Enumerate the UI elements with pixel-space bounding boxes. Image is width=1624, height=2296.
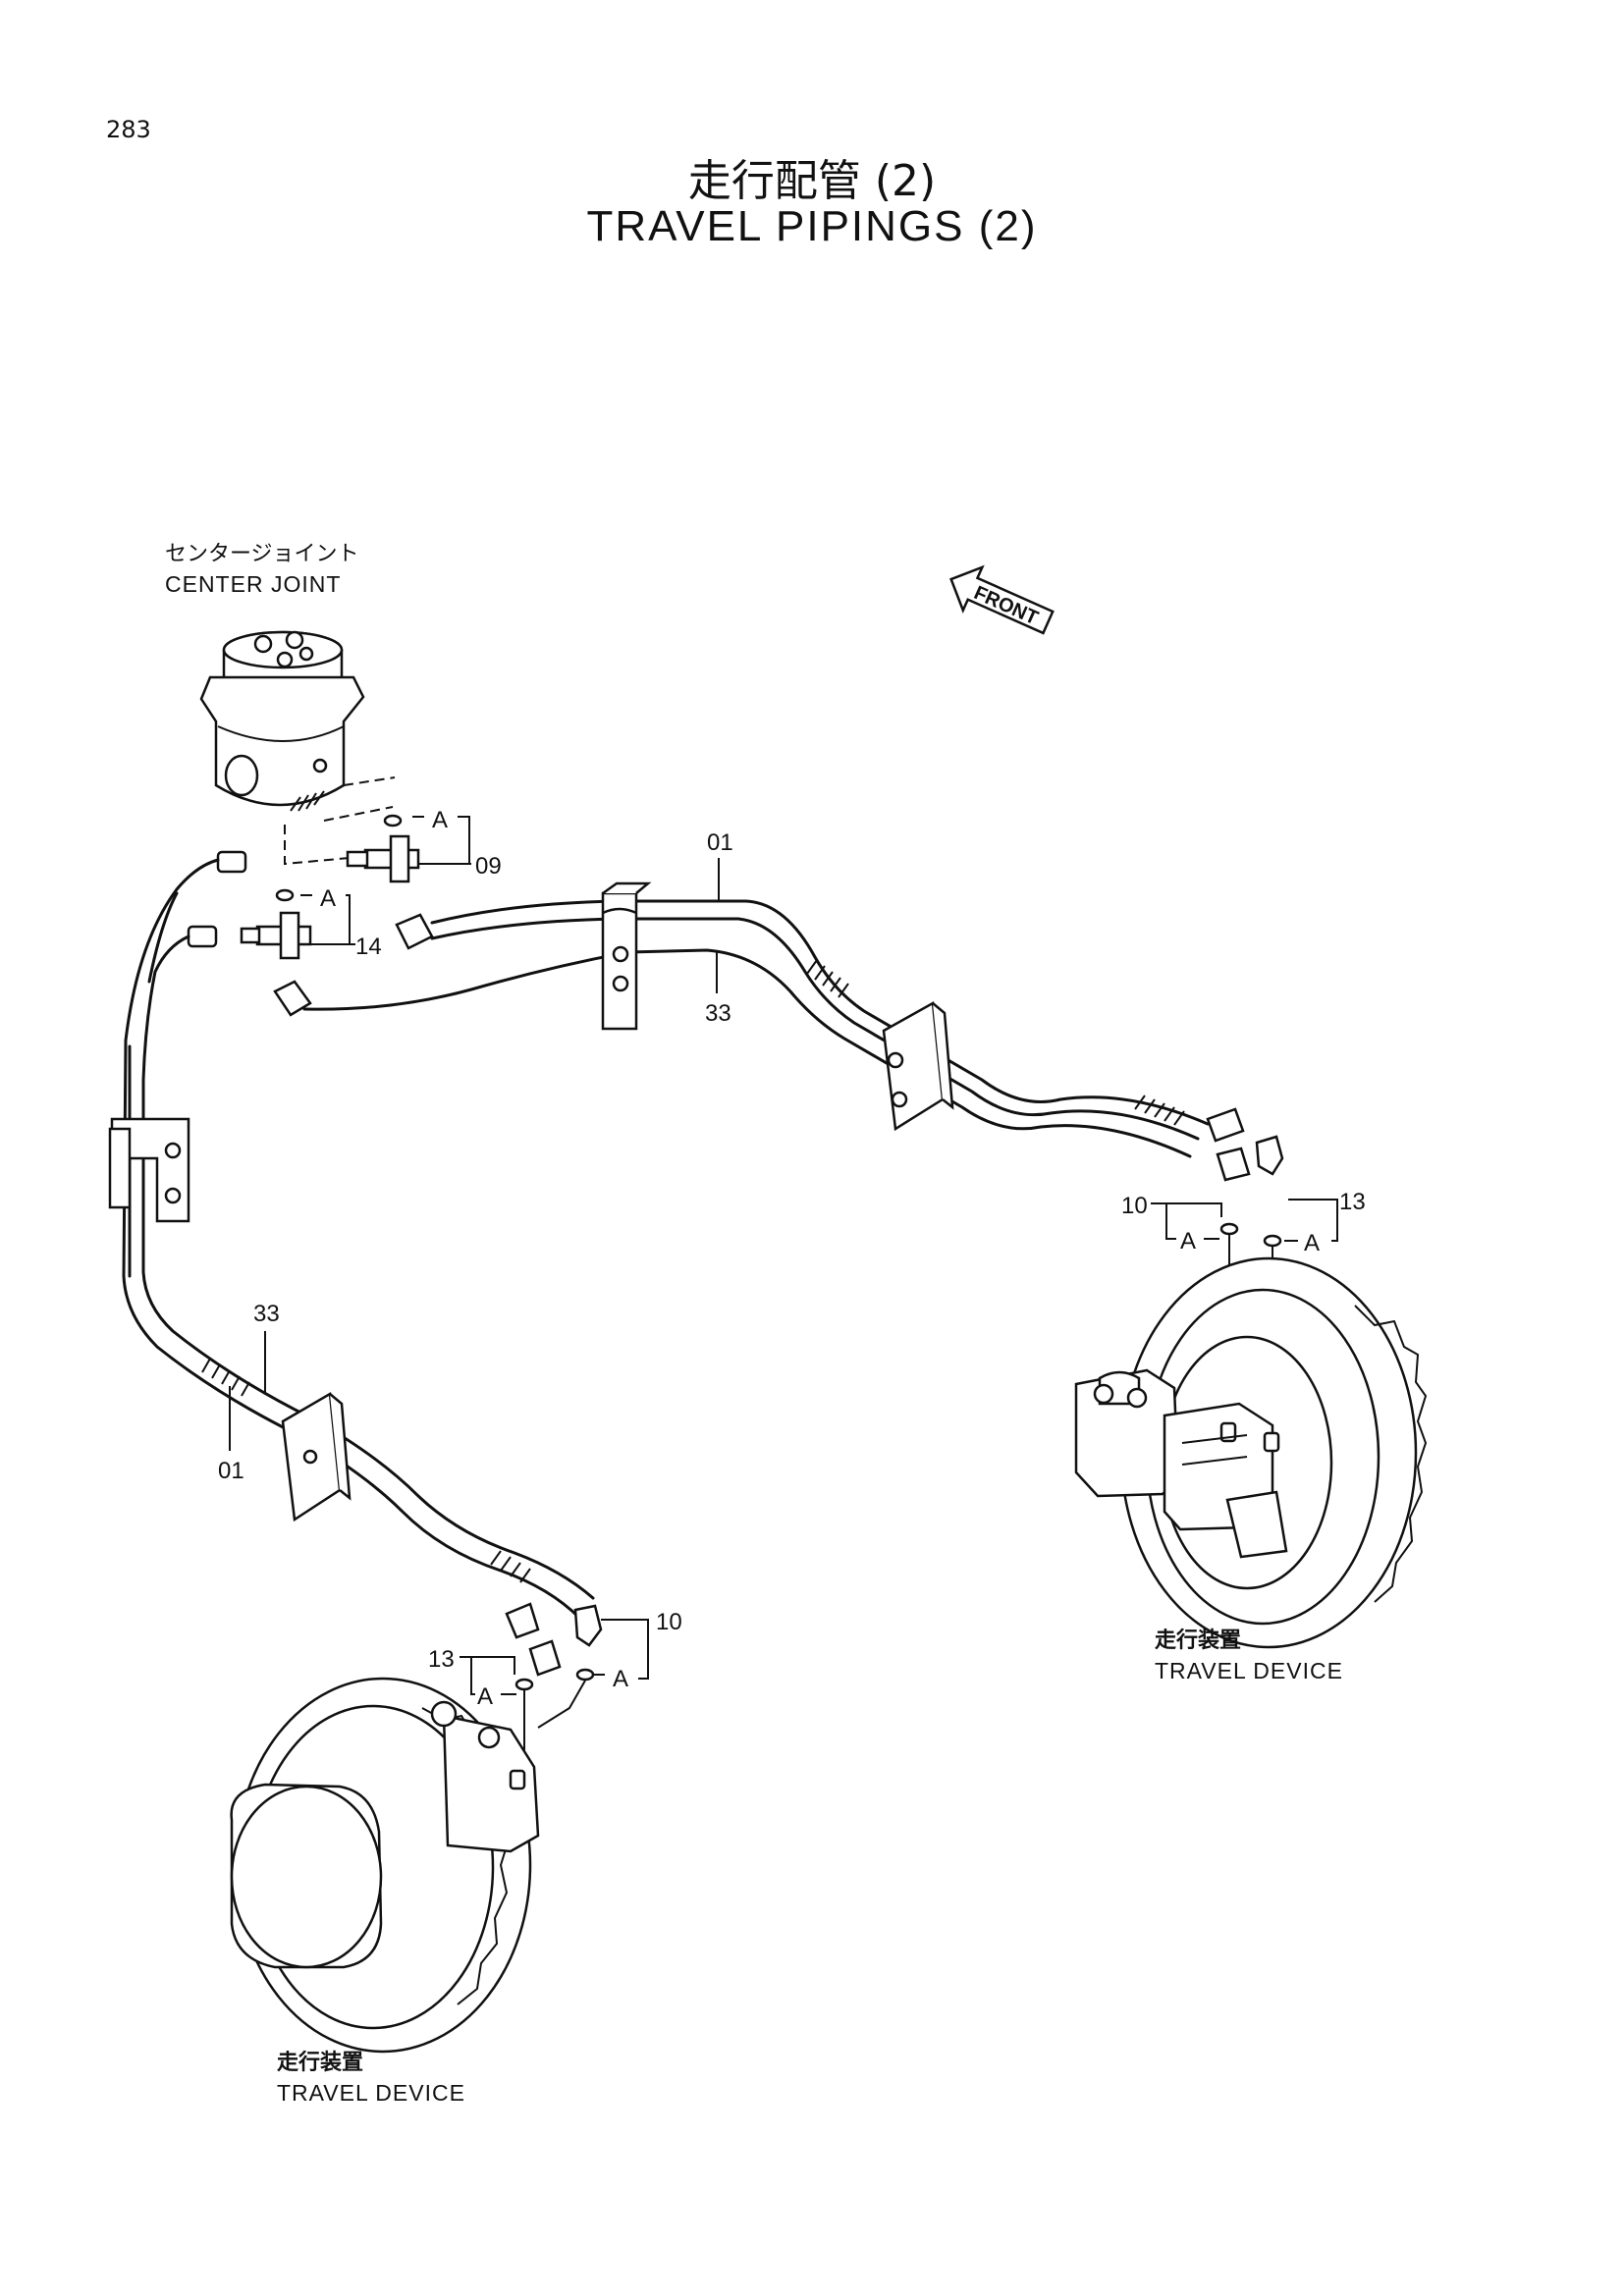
callout-01-top: 01 bbox=[707, 829, 733, 856]
tee-fitting-14 bbox=[240, 911, 312, 960]
upper-pipe-run bbox=[302, 899, 1210, 1158]
travel-device-right-label-jp: 走行装置 bbox=[1155, 1628, 1241, 1653]
pipe-clamp-bracket-upper bbox=[601, 881, 652, 1031]
travel-device-left bbox=[230, 1677, 540, 2054]
page-title-en: TRAVEL PIPINGS (2) bbox=[586, 202, 1038, 250]
callout-10-left: 10 bbox=[656, 1609, 682, 1635]
travel-device-left-label-en: TRAVEL DEVICE bbox=[277, 2080, 465, 2106]
hose-sleeve-lower bbox=[201, 1358, 531, 1583]
hose-end-fittings bbox=[187, 850, 434, 1017]
callout-13-right: 13 bbox=[1339, 1189, 1366, 1215]
left-pipe-run bbox=[122, 858, 595, 1620]
page-number: 283 bbox=[106, 116, 151, 143]
callout-33-left: 33 bbox=[253, 1301, 280, 1327]
callout-a-1: A bbox=[432, 807, 448, 833]
hose-sleeve-upper bbox=[806, 959, 1185, 1126]
callout-09: 09 bbox=[475, 853, 502, 880]
pipe-clamp-bracket-lower bbox=[281, 1391, 352, 1522]
travel-device-right bbox=[1074, 1256, 1428, 1649]
o-ring-a-1 bbox=[383, 814, 403, 828]
travel-device-left-label-jp: 走行装置 bbox=[277, 2050, 363, 2075]
pipe-clamp-bracket-left bbox=[108, 1117, 190, 1223]
o-ring-a-2 bbox=[275, 888, 295, 902]
o-ring-a-4 bbox=[1263, 1234, 1282, 1248]
front-arrow-label: FRONT bbox=[971, 582, 1042, 629]
page-title-jp: 走行配管 (2) bbox=[687, 156, 937, 206]
callout-13-left: 13 bbox=[428, 1646, 455, 1673]
callout-a-3: A bbox=[1180, 1228, 1196, 1255]
callout-14: 14 bbox=[355, 934, 382, 960]
callout-01-left: 01 bbox=[218, 1458, 244, 1484]
callout-33-top: 33 bbox=[705, 1000, 731, 1027]
callout-10-right: 10 bbox=[1121, 1193, 1148, 1219]
callout-a-5: A bbox=[477, 1683, 493, 1710]
callout-a-2: A bbox=[320, 885, 336, 912]
o-ring-a-5 bbox=[514, 1678, 534, 1691]
front-arrow-icon: FRONT bbox=[949, 564, 1055, 635]
right-fittings bbox=[1206, 1107, 1284, 1182]
center-joint bbox=[199, 630, 365, 812]
tee-fitting-09 bbox=[346, 834, 420, 883]
travel-device-right-label-en: TRAVEL DEVICE bbox=[1155, 1658, 1343, 1683]
callout-a-6: A bbox=[613, 1666, 628, 1692]
o-ring-a-3 bbox=[1219, 1222, 1239, 1236]
center-joint-label-jp: センタージョイント bbox=[165, 542, 359, 566]
o-ring-a-6 bbox=[575, 1668, 595, 1682]
left-fittings bbox=[505, 1602, 603, 1677]
center-joint-label-en: CENTER JOINT bbox=[165, 571, 341, 597]
callout-a-4: A bbox=[1304, 1230, 1320, 1256]
pipe-clamp-bracket-mid bbox=[882, 1000, 954, 1132]
